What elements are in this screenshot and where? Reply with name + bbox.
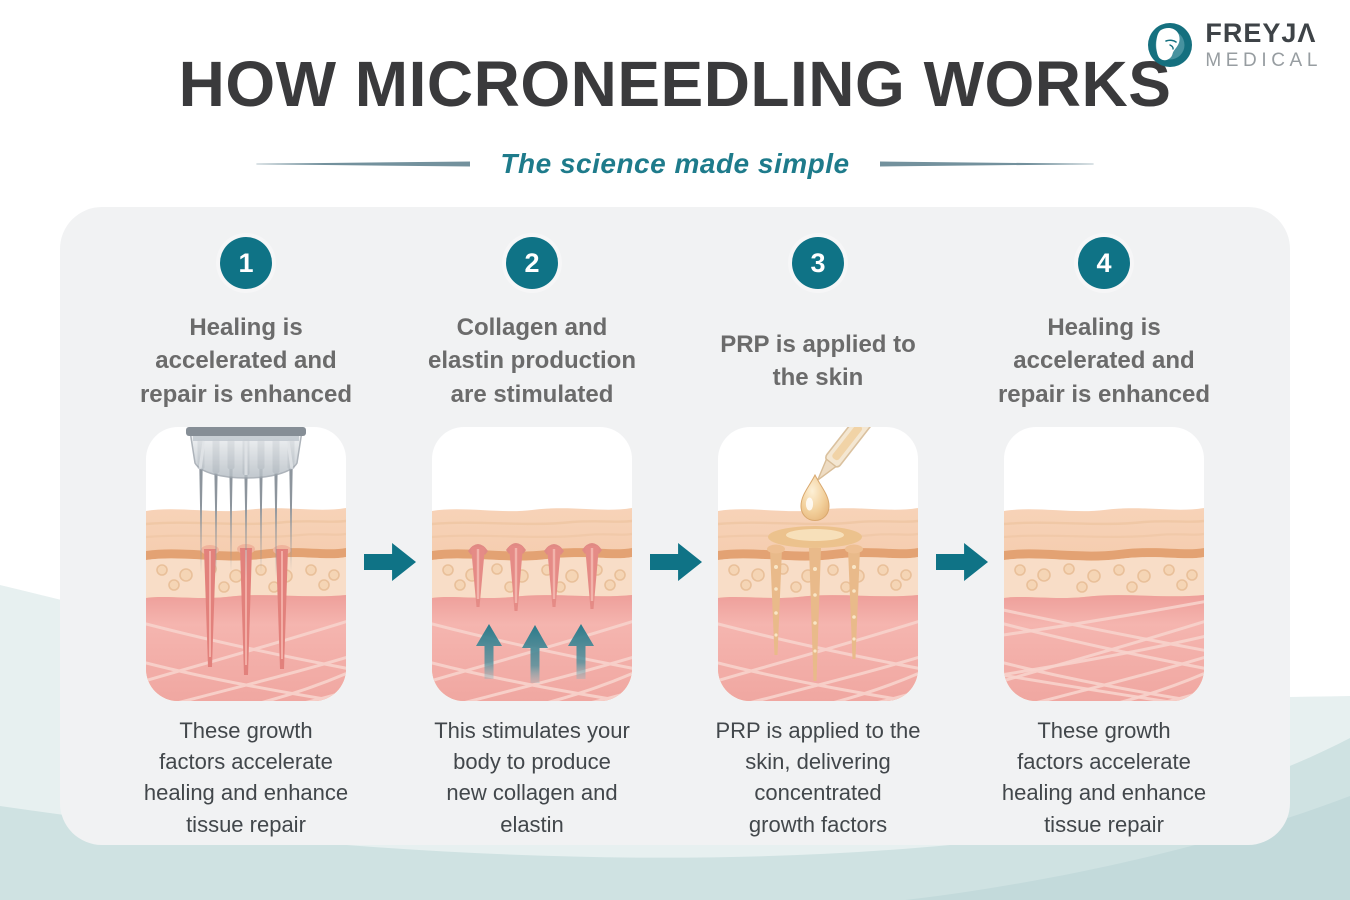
step-1-illustration-card — [146, 427, 346, 701]
step-2-caption: This stimulates your body to produce new… — [434, 718, 630, 837]
step-2-number-badge: 2 — [506, 237, 558, 289]
step-3-heading: PRP is applied to the skin — [720, 330, 916, 391]
serum-filled-channels — [767, 544, 863, 681]
step-4-caption: These growth factors accelerate healing … — [1001, 718, 1207, 837]
step-1-heading: Healing is accelerated and repair is enh… — [139, 314, 353, 408]
step-column-1: 1 Healing is accelerated and repair is e… — [111, 237, 381, 845]
needle-channels — [201, 544, 291, 675]
step-1-number-badge: 1 — [220, 237, 272, 289]
step-column-3: 3 PRP is applied to the skin — [683, 237, 953, 845]
serum-droplet — [800, 473, 830, 522]
brand-logo: FREYJΛ MEDICAL — [1146, 20, 1322, 70]
logo-text: FREYJΛ MEDICAL — [1205, 18, 1322, 71]
serum-pool — [768, 526, 862, 548]
step-4-heading: Healing is accelerated and repair is enh… — [997, 314, 1211, 408]
step-3-number-badge: 3 — [792, 237, 844, 289]
healed-skin-illustration — [1004, 506, 1204, 701]
microneedling-device-head — [186, 427, 306, 579]
page-subtitle: The science made simple — [500, 148, 850, 179]
subtitle-row: The science made simple — [0, 148, 1350, 180]
dropper-icon — [815, 427, 901, 483]
freyja-logo-mark-icon — [1148, 23, 1193, 67]
step-2-heading: Collagen and elastin production are stim… — [427, 314, 636, 408]
step-1-caption: These growth factors accelerate healing … — [143, 718, 349, 837]
logo-brand-suffix: MEDICAL — [1205, 50, 1322, 71]
step-4-number-badge: 4 — [1078, 237, 1130, 289]
microneedling-device-illustration — [146, 427, 346, 701]
subtitle-divider-left — [256, 161, 471, 167]
step-column-2: 2 Collagen and elastin production are st… — [397, 237, 667, 845]
page-title: HOW MICRONEEDLING WORKS — [178, 48, 1172, 120]
prp-dropper-illustration — [718, 427, 918, 701]
steps-panel: 1 Healing is accelerated and repair is e… — [60, 207, 1290, 845]
open-microchannels — [468, 543, 602, 611]
step-3-illustration-card — [718, 427, 918, 701]
step-column-4: 4 Healing is accelerated and repair is e… — [969, 237, 1239, 845]
step-4-illustration-card — [1004, 427, 1204, 701]
upward-arrows — [476, 624, 594, 683]
step-3-caption: PRP is applied to the skin, delivering c… — [715, 718, 921, 837]
step-2-illustration-card — [432, 427, 632, 701]
collagen-fibers — [1004, 600, 1204, 701]
skin-microchannels-illustration — [432, 506, 632, 701]
subtitle-divider-right — [879, 161, 1094, 167]
logo-brand-name: FREYJΛ — [1205, 18, 1317, 48]
